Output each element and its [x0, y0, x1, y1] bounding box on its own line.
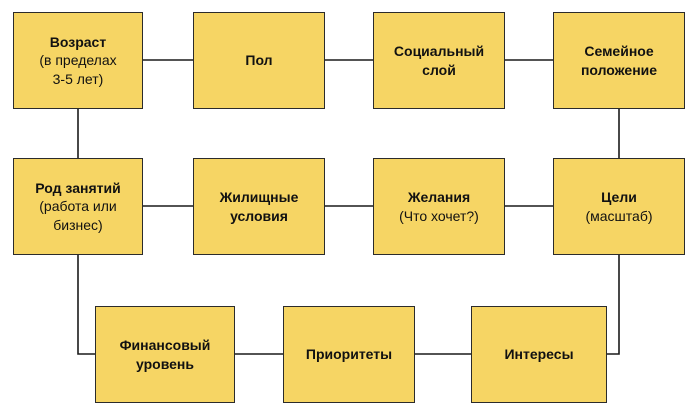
- node-interesy: Интересы: [471, 306, 607, 403]
- node-zhil-title-1: Жилищные: [219, 189, 299, 206]
- node-rod-zanyatiy: Род занятий (работа или бизнес): [13, 158, 143, 255]
- node-rod-sub-2: бизнес): [53, 216, 103, 233]
- node-semeynoe-title-1: Семейное: [584, 43, 654, 60]
- node-zhilishchnye-usloviya: Жилищные условия: [193, 158, 325, 255]
- node-prioritety: Приоритеты: [283, 306, 415, 403]
- node-zhel-sub: (Что хочет?): [399, 207, 479, 224]
- node-finansovyy-uroven: Финансовый уровень: [95, 306, 235, 403]
- node-zhil-title-2: условия: [230, 207, 288, 224]
- node-zhelaniya: Желания (Что хочет?): [373, 158, 505, 255]
- node-zhel-title: Желания: [407, 189, 471, 206]
- node-tseli-sub: (масштаб): [585, 207, 653, 224]
- node-semeynoe-polozhenie: Семейное положение: [553, 12, 685, 109]
- node-pol: Пол: [193, 12, 325, 109]
- node-prior-title: Приоритеты: [305, 346, 393, 363]
- node-vozrast-title: Возраст: [49, 33, 107, 50]
- node-sotsialnyy-sloy: Социальный слой: [373, 12, 505, 109]
- node-vozrast: Возраст (в пределах 3-5 лет): [13, 12, 143, 109]
- node-tseli-title: Цели: [601, 189, 637, 206]
- node-rod-sub-1: (работа или: [39, 198, 117, 215]
- node-rod-title: Род занятий: [35, 179, 121, 196]
- node-sots-title-1: Социальный: [393, 43, 485, 60]
- node-fin-title-1: Финансовый: [119, 337, 211, 354]
- node-sots-title-2: слой: [422, 61, 456, 78]
- node-pol-title: Пол: [245, 52, 273, 69]
- connector-tseli-inter: [607, 255, 620, 355]
- node-vozrast-sub-1: (в пределах: [39, 52, 117, 69]
- node-fin-title-2: уровень: [136, 355, 194, 372]
- node-vozrast-sub-2: 3-5 лет): [52, 70, 104, 87]
- connector-rod-fin: [77, 255, 95, 355]
- node-inter-title: Интересы: [504, 346, 574, 363]
- node-tseli: Цели (масштаб): [553, 158, 685, 255]
- node-semeynoe-title-2: положение: [580, 61, 658, 78]
